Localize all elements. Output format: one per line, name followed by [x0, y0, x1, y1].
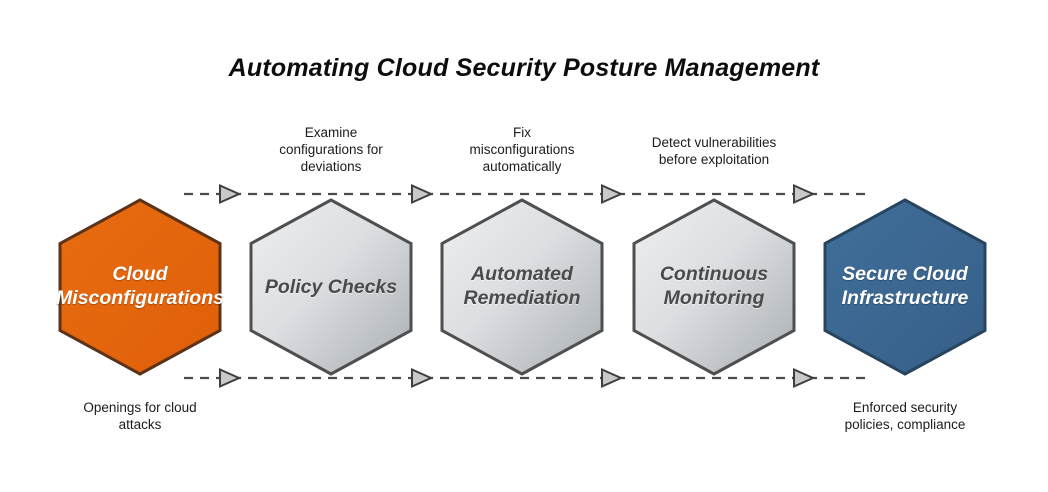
annotation-fix-misconfigurations: Fix misconfigurations automatically: [469, 125, 575, 174]
annotation-detect-vulnerabilities: Detect vulnerabilities before exploitati…: [651, 135, 777, 167]
arrowhead-top-3: [601, 183, 624, 205]
arrowhead-top-2: [411, 183, 434, 205]
arrowhead-top-1: [219, 183, 242, 205]
annotation-examine-configurations: Examine configurations for deviations: [279, 125, 383, 174]
hexagon-automated-remediation[interactable]: [440, 198, 604, 376]
flow-line-bottom: [184, 367, 871, 389]
arrowhead-top-4: [793, 183, 816, 205]
hexagon-continuous-monitoring[interactable]: [632, 198, 796, 376]
annotation-openings-for-cloud-attacks: Openings for cloud attacks: [83, 400, 197, 432]
flow-line-top: [184, 183, 871, 205]
arrowhead-bottom-3: [601, 367, 624, 389]
arrowhead-bottom-4: [793, 367, 816, 389]
arrowhead-bottom-1: [219, 367, 242, 389]
hexagon-cloud-misconfigurations[interactable]: [58, 198, 222, 376]
annotation-enforced-security-policies: Enforced security policies, compliance: [844, 400, 966, 432]
hexagon-policy-checks[interactable]: [249, 198, 413, 376]
hexagon-secure-cloud-infrastructure[interactable]: [823, 198, 987, 376]
page-title: Automating Cloud Security Posture Manage…: [228, 54, 820, 82]
arrowhead-bottom-2: [411, 367, 434, 389]
